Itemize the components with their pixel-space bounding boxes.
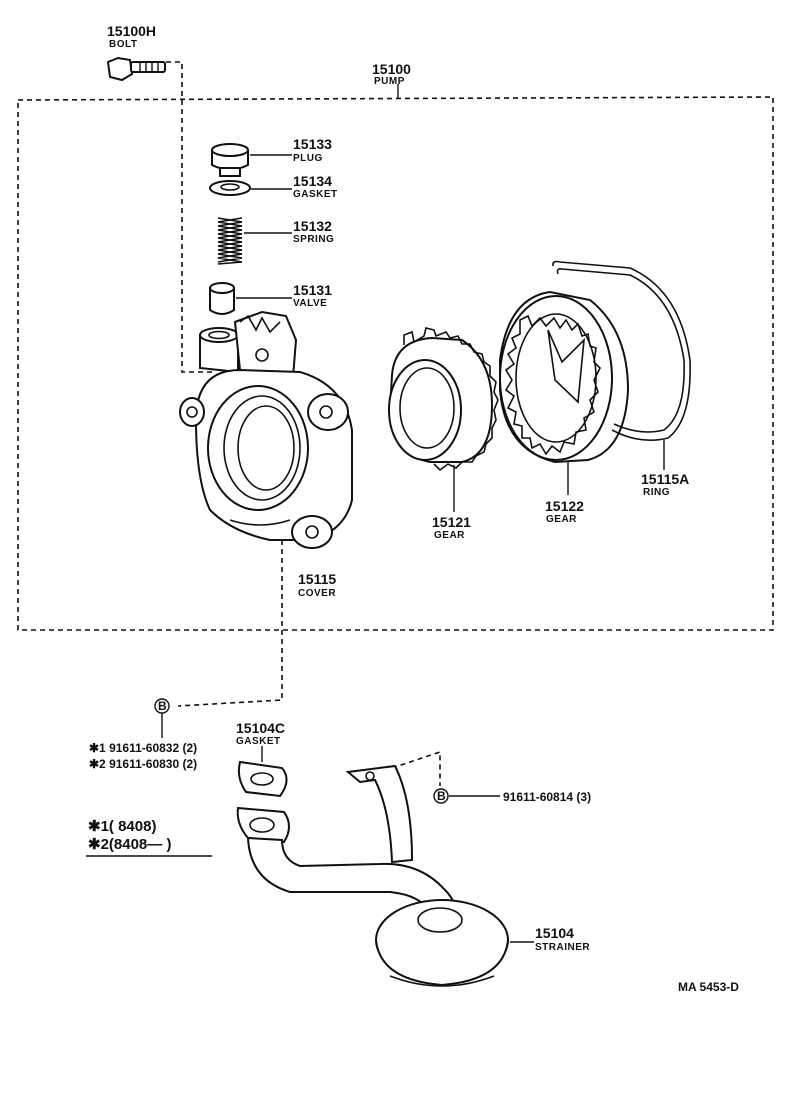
fastener-right-label: 91611-60814 (3) — [503, 790, 591, 804]
fastener-row-2: ✱2 91611-60830 (2) — [89, 757, 197, 771]
drive-gear-drawing — [388, 327, 499, 472]
cover-15115: 15115 COVER — [177, 310, 353, 707]
fastener-marker-right-label: B — [437, 789, 446, 803]
date-range-notes: ✱1( 8408) ✱2(8408— ) — [86, 818, 212, 857]
driven-gear-part-name: GEAR — [546, 514, 577, 525]
plug-drawing — [211, 143, 249, 177]
ring-part-number: 15115A — [641, 471, 689, 487]
gasket-plug-part-name: GASKET — [293, 189, 338, 200]
strainer-gasket-part-name: GASKET — [236, 736, 281, 747]
bolt-part-number: 15100H — [107, 23, 156, 39]
fastener-callout-left: B ✱1 91611-60832 (2) ✱2 91611-60830 (2) — [89, 698, 197, 771]
gasket-15104c: 15104C GASKET — [236, 720, 288, 798]
spring-part-number: 15132 — [293, 218, 332, 234]
strainer-part-name: STRAINER — [535, 942, 590, 953]
cover-drawing — [179, 310, 353, 549]
driven-gear-part-number: 15122 — [545, 498, 584, 514]
valve-part-number: 15131 — [293, 282, 332, 298]
cover-part-name: COVER — [298, 588, 336, 599]
gasket-plug-part-number: 15134 — [293, 173, 332, 189]
strainer-part-number: 15104 — [535, 925, 574, 941]
valve-drawing — [209, 282, 235, 315]
drive-gear-part-name: GEAR — [434, 530, 465, 541]
bolt-15100h: 15100H BOLT — [106, 23, 212, 373]
plug-part-name: PLUG — [293, 153, 323, 164]
plug-15133: 15133 PLUG — [211, 136, 332, 177]
strainer-gasket-part-number: 15104C — [236, 720, 285, 736]
bolt-drawing — [106, 56, 166, 82]
valve-part-name: VALVE — [293, 298, 327, 309]
gear-15122: 15122 GEAR — [499, 290, 630, 525]
ring-part-name: RING — [643, 487, 670, 498]
gasket-washer-drawing — [209, 180, 251, 196]
strainer-drawing — [236, 764, 509, 987]
drive-gear-part-number: 15121 — [432, 514, 471, 530]
diagram-code: MA 5453-D — [678, 980, 739, 994]
note-1: ✱1( 8408) — [88, 818, 156, 835]
strainer-gasket-drawing — [237, 760, 288, 798]
fastener-callout-right: B 91611-60814 (3) — [391, 750, 591, 804]
gasket-15134: 15134 GASKET — [209, 173, 338, 200]
pump-part-name: PUMP — [374, 76, 405, 87]
pump-assembly-frame — [17, 84, 774, 631]
spring-drawing — [217, 217, 243, 265]
fastener-row-1: ✱1 91611-60832 (2) — [89, 741, 197, 755]
spring-15132: 15132 SPRING — [217, 217, 334, 265]
note-2: ✱2(8408— ) — [88, 836, 171, 853]
gear-15121: 15121 GEAR — [388, 327, 499, 541]
fastener-marker-left-label: B — [158, 699, 167, 713]
o-ring-drawing — [552, 260, 691, 441]
strainer-15104: 15104 STRAINER — [236, 764, 590, 987]
plug-part-number: 15133 — [293, 136, 332, 152]
driven-gear-drawing — [499, 290, 630, 464]
bolt-part-name: BOLT — [109, 39, 137, 50]
spring-part-name: SPRING — [293, 234, 334, 245]
ring-15115a: 15115A RING — [552, 260, 691, 498]
cover-part-number: 15115 — [298, 571, 336, 587]
fastener-marker-right — [433, 788, 449, 804]
pump-part-number: 15100 — [372, 61, 411, 77]
valve-15131: 15131 VALVE — [209, 282, 332, 315]
